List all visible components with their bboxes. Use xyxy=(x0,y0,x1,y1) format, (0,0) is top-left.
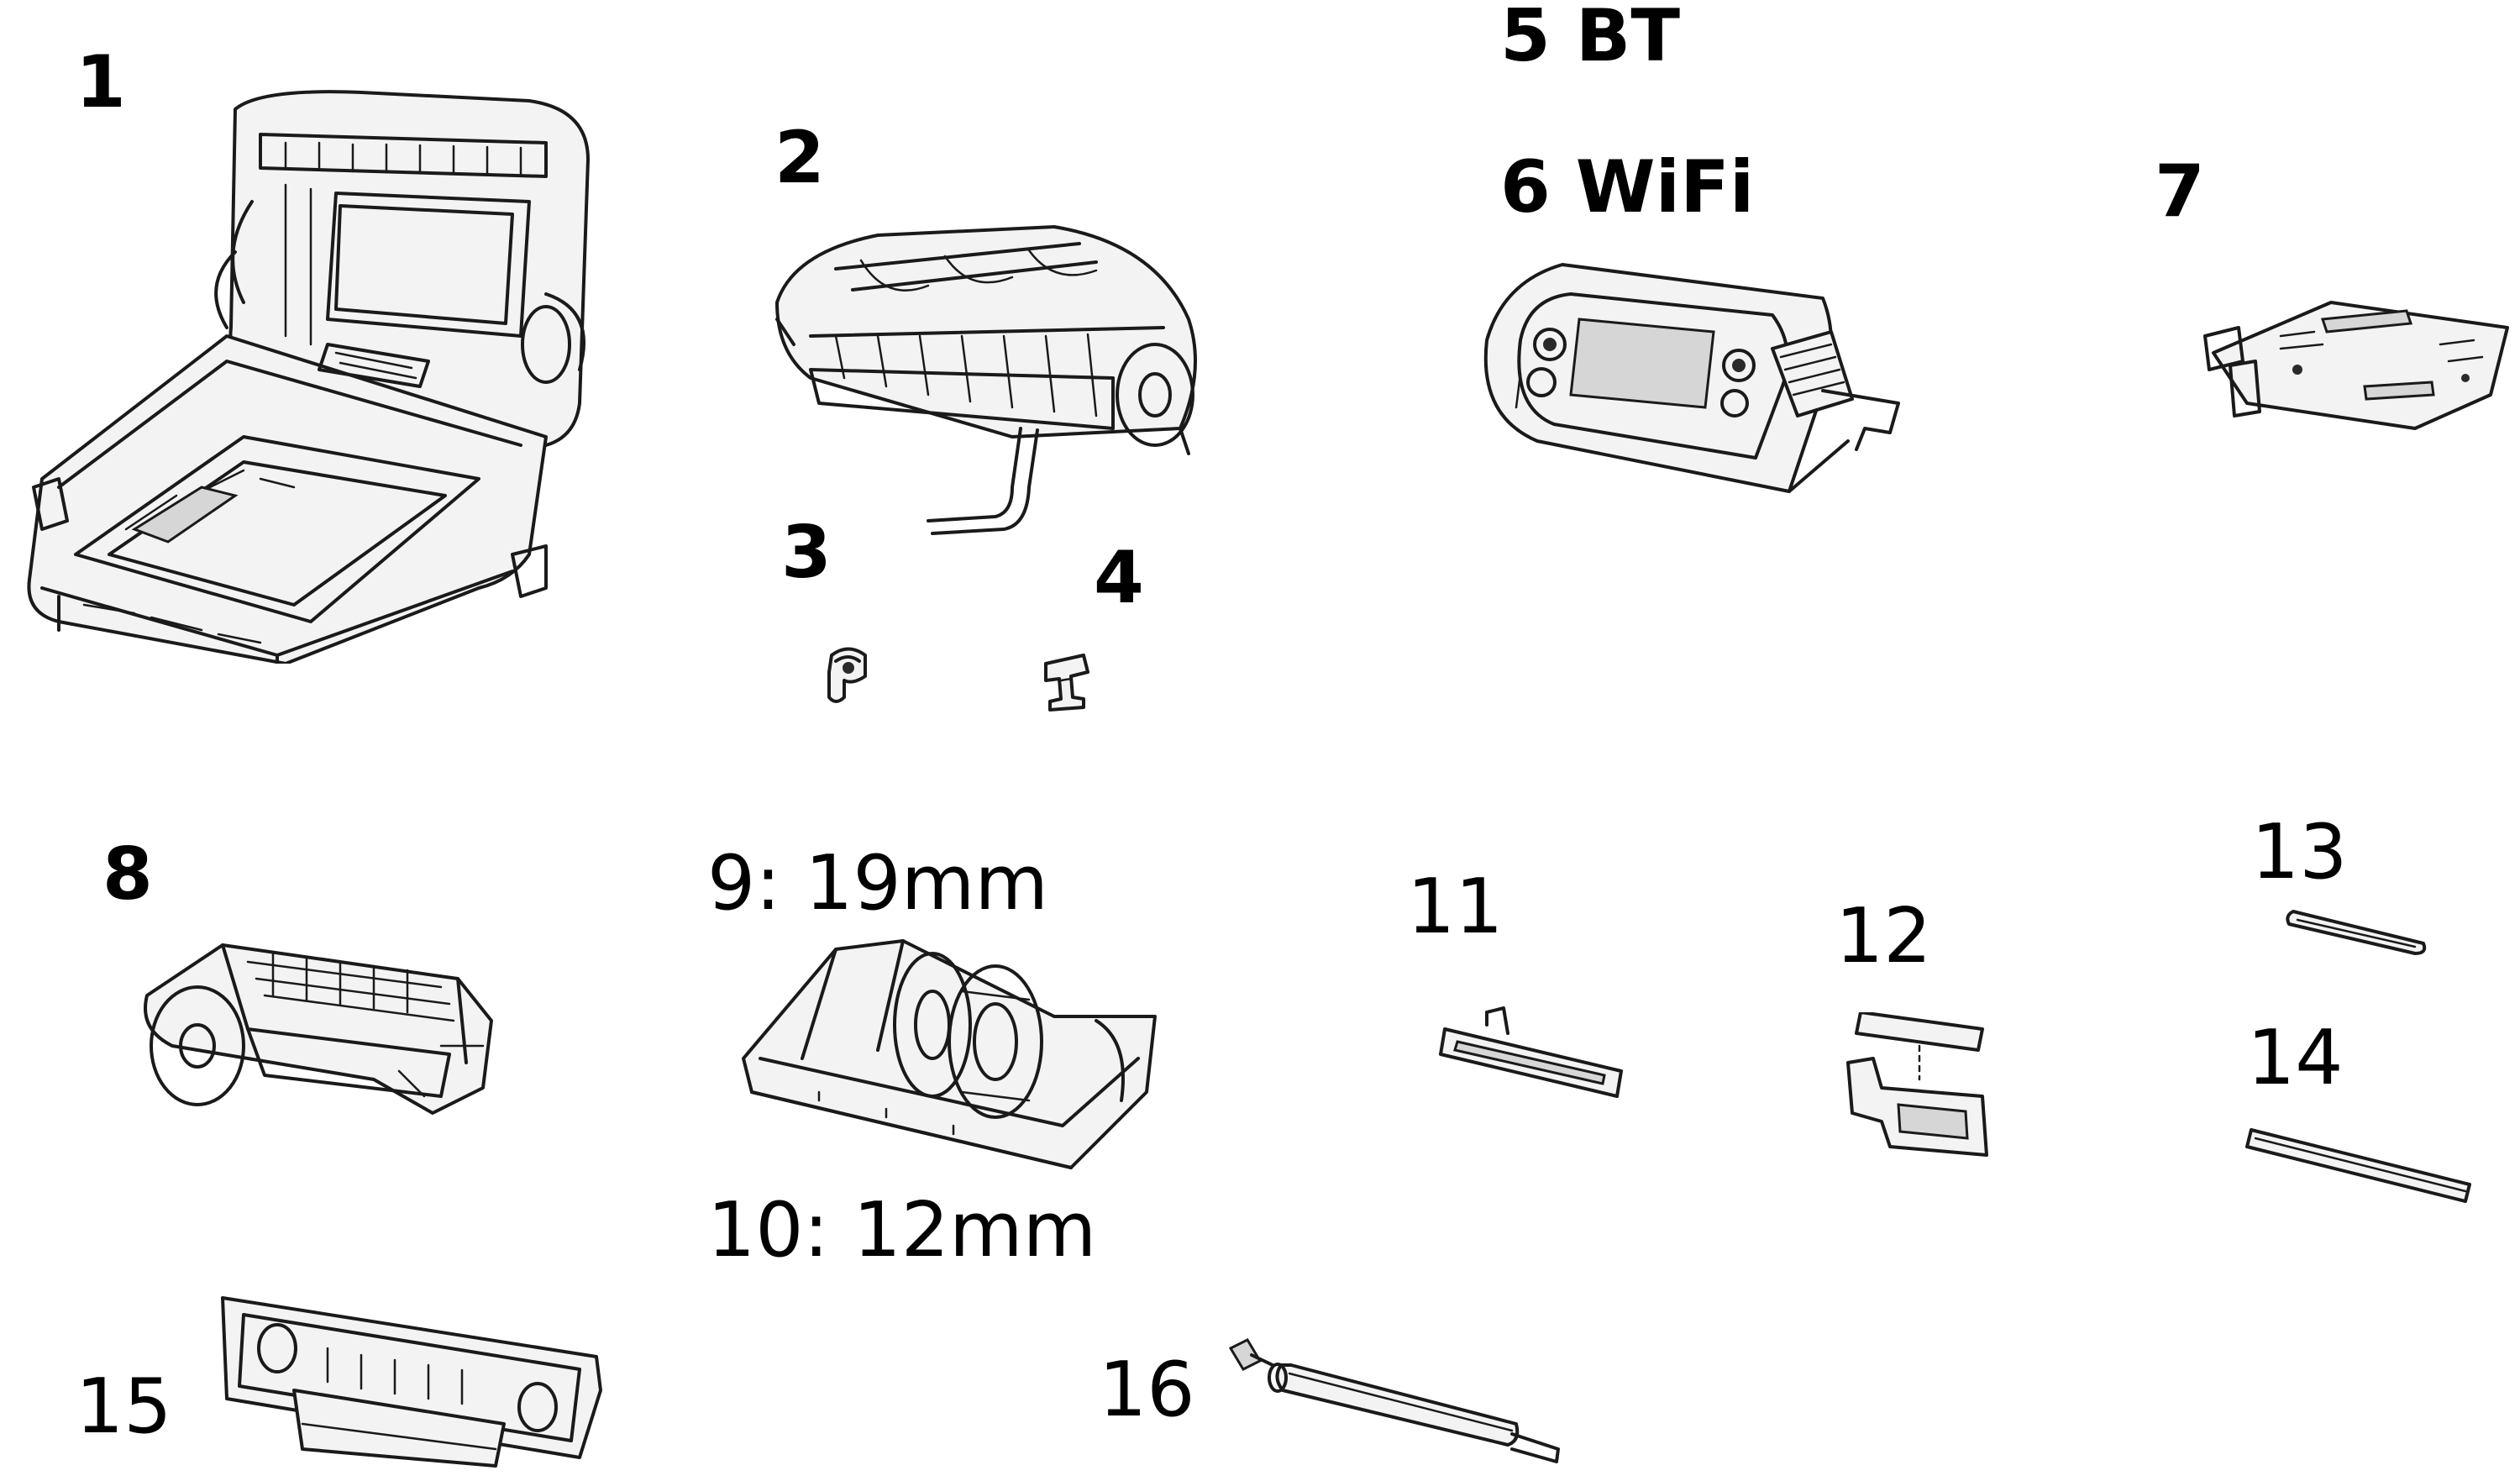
label-part-4: 4 xyxy=(1094,536,1144,620)
printer-housing-illustration xyxy=(27,90,590,664)
sensor-part-11-illustration xyxy=(1439,1006,1623,1098)
clip-part-3-illustration xyxy=(827,647,867,703)
label-part-3: 3 xyxy=(781,511,832,595)
label-part-13: 13 xyxy=(2251,808,2348,896)
label-part-16: 16 xyxy=(1099,1346,1195,1434)
platen-roller-illustration xyxy=(1228,1338,1560,1463)
bracket-part-4-illustration xyxy=(1044,654,1089,712)
label-part-11: 11 xyxy=(1407,863,1504,951)
label-part-2: 2 xyxy=(774,116,825,200)
media-holder-illustration xyxy=(742,939,1157,1169)
label-part-7: 7 xyxy=(2155,150,2205,234)
label-part-5: 5 BT xyxy=(1500,0,1680,78)
label-part-15: 15 xyxy=(76,1363,172,1451)
label-part-9: 9: 19mm xyxy=(707,839,1049,927)
main-board-illustration xyxy=(2203,301,2509,430)
strip-part-13-illustration xyxy=(2286,910,2427,955)
strip-part-14-illustration xyxy=(2245,1128,2471,1203)
roller-cover-illustration xyxy=(775,225,1197,535)
label-part-12: 12 xyxy=(1835,892,1932,980)
sensor-part-12-illustration xyxy=(1846,1012,1988,1157)
control-panel-illustration xyxy=(1483,263,1900,493)
label-part-6: 6 WiFi xyxy=(1500,145,1755,229)
print-mechanism-illustration xyxy=(144,943,493,1115)
front-plate-illustration xyxy=(221,1296,602,1468)
label-part-10: 10: 12mm xyxy=(707,1186,1097,1274)
label-part-1: 1 xyxy=(76,40,126,124)
label-part-8: 8 xyxy=(102,832,153,916)
label-part-14: 14 xyxy=(2247,1014,2344,1102)
